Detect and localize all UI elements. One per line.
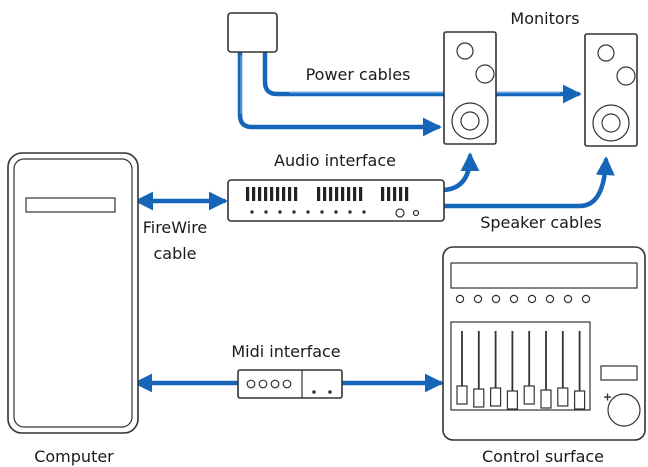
speaker-icon <box>443 31 497 145</box>
control-surface-knob <box>581 294 591 304</box>
audio-interface-key <box>258 187 262 201</box>
audio-interface-dot <box>306 210 310 214</box>
audio-interface-dot <box>334 210 338 214</box>
control-surface-knobs <box>455 294 591 304</box>
audio-interface-key <box>264 187 268 201</box>
audio-interface-key <box>347 187 351 201</box>
audio-interface-dot <box>362 210 366 214</box>
control-surface-fader-cap <box>540 389 552 409</box>
control-surface-knob <box>491 294 501 304</box>
control-surface-knob <box>473 294 483 304</box>
control-surface-fader-cap <box>506 390 518 410</box>
control-surface-fader-cap <box>573 390 586 410</box>
label-control-surface: Control surface <box>482 447 604 466</box>
power-outlet-icon <box>227 12 278 53</box>
control-surface-knob <box>545 294 555 304</box>
control-surface-display <box>600 365 638 381</box>
control-surface-jog-wheel <box>604 393 641 427</box>
label-power-cables: Power cables <box>306 65 411 84</box>
label-speaker-cables: Speaker cables <box>480 213 602 232</box>
label-audio-interface: Audio interface <box>274 151 396 170</box>
control-surface-fader-cap <box>523 385 535 405</box>
speaker-icon <box>584 33 638 147</box>
control-surface-faders <box>456 331 586 410</box>
audio-interface-key <box>393 187 397 201</box>
control-surface-fader-cap <box>490 387 502 407</box>
audio-interface-key <box>317 187 321 201</box>
label-firewire: FireWire <box>143 218 208 237</box>
audio-interface-key <box>399 187 403 201</box>
control-surface-knob <box>563 294 573 304</box>
audio-interface-key <box>329 187 333 201</box>
audio-interface-knob <box>395 208 405 218</box>
control-surface-knob <box>455 294 465 304</box>
audio-interface-key <box>276 187 280 201</box>
audio-interface-key <box>288 187 292 201</box>
audio-interface-key <box>294 187 298 201</box>
audio-interface-dot <box>320 210 324 214</box>
audio-interface-knobs <box>250 210 366 214</box>
control-surface-fader-cap <box>456 385 468 405</box>
control-surface-knob <box>509 294 519 304</box>
audio-interface-knob <box>412 209 420 217</box>
control-surface-icon <box>442 246 646 441</box>
audio-interface-dot <box>292 210 296 214</box>
power-cable-right-monitor <box>262 49 582 104</box>
control-surface-knob <box>527 294 537 304</box>
audio-interface-icon <box>227 179 445 222</box>
audio-interface-key <box>270 187 274 201</box>
label-computer: Computer <box>34 447 114 466</box>
audio-interface-dot <box>264 210 268 214</box>
audio-interface-key <box>246 187 250 201</box>
speaker-cable-right <box>441 156 615 209</box>
audio-interface-keys <box>246 187 409 201</box>
label-midi-interface: Midi interface <box>231 342 340 361</box>
audio-interface-dot <box>348 210 352 214</box>
control-surface-fader-cap <box>473 388 485 408</box>
audio-interface-key <box>341 187 345 201</box>
power-cable-left-monitor <box>237 49 442 137</box>
audio-interface-key <box>359 187 363 201</box>
audio-interface-dot <box>278 210 282 214</box>
audio-interface-key <box>381 187 385 201</box>
audio-interface-key <box>335 187 339 201</box>
audio-interface-key <box>405 187 409 201</box>
audio-interface-dot <box>250 210 254 214</box>
audio-interface-key <box>252 187 256 201</box>
audio-interface-key <box>282 187 286 201</box>
label-monitors: Monitors <box>510 9 579 28</box>
label-firewire-cable: cable <box>153 244 196 263</box>
speaker-cable-left <box>441 152 480 193</box>
computer-tower-icon <box>7 152 139 434</box>
midi-interface-icon <box>237 369 343 399</box>
cables <box>133 49 615 393</box>
control-surface-fader-cap <box>557 387 569 407</box>
audio-interface-key <box>353 187 357 201</box>
audio-interface-key <box>387 187 391 201</box>
audio-interface-key <box>323 187 327 201</box>
